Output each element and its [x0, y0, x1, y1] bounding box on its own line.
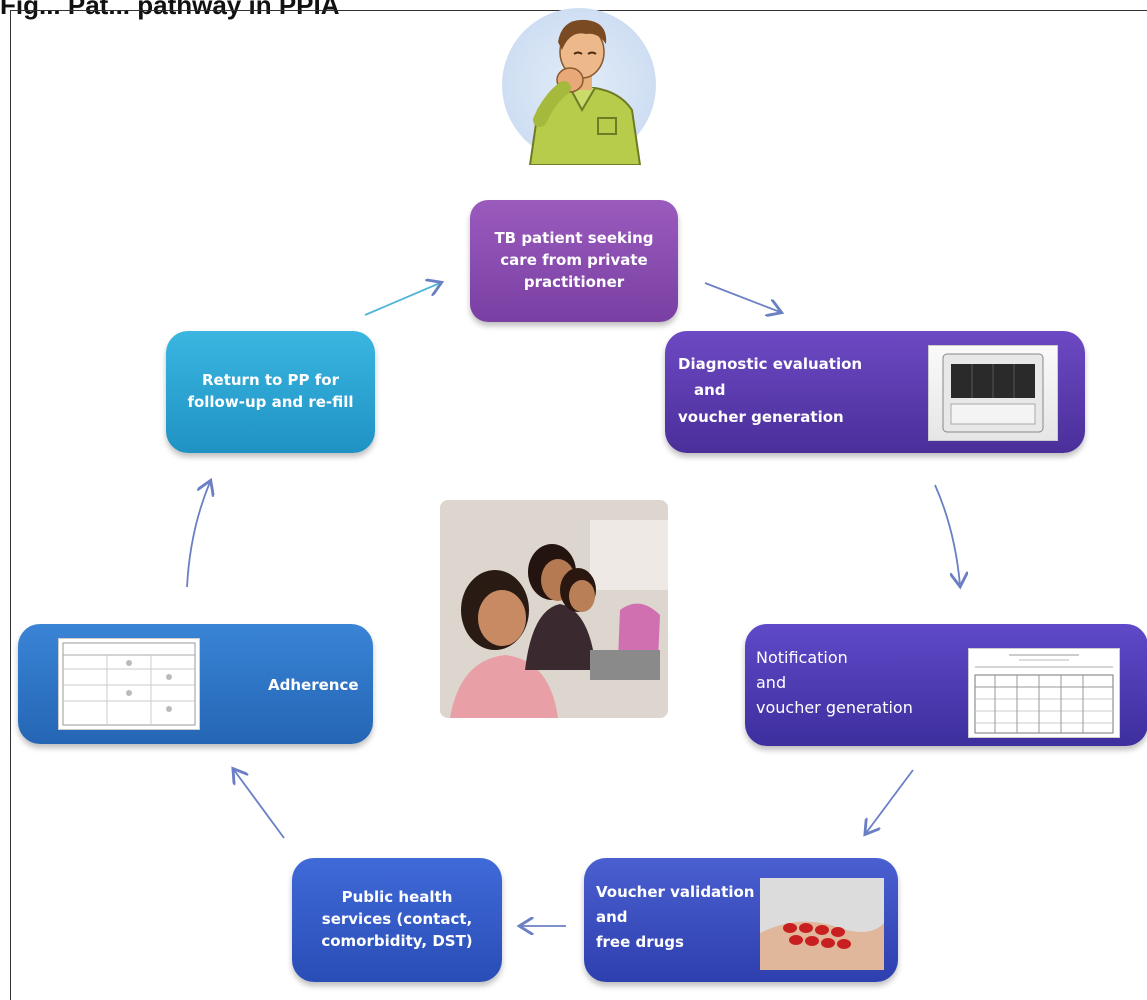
step-notification-line-1: Notification [756, 648, 848, 667]
step-voucher-validation: Voucher validation and free drugs [584, 858, 898, 982]
step-public-health-line-3: comorbidity, DST) [321, 931, 473, 950]
step-adherence: Adherence [18, 624, 373, 744]
step-tb-patient-line-2: care from private [500, 251, 648, 270]
step-notification-line-2: and [756, 672, 787, 692]
step-public-health-line-2: services (contact, [321, 910, 473, 929]
step-tb-patient-line-3: practitioner [523, 272, 625, 291]
step-diagnostic-line-3: voucher generation [678, 407, 844, 426]
step-return-pp: Return to PP for follow-up and re-fill [166, 331, 375, 453]
step-return-pp-line-1: Return to PP for [201, 371, 339, 390]
arrow-step6-to-step7 [186, 482, 210, 588]
step-voucher-validation-line-1: Voucher validation [596, 883, 755, 901]
coughing-patient-icon [528, 19, 642, 165]
arrow-step1-to-step2 [704, 282, 780, 312]
arrow-step3-to-step4 [866, 769, 914, 833]
call-center-photo [440, 500, 668, 718]
step-adherence-label: Adherence [268, 676, 359, 694]
step-tb-patient-line-1: TB patient seeking [494, 229, 654, 248]
step-notification-line-3: voucher generation [756, 697, 913, 717]
notification-form-icon [968, 648, 1120, 738]
step-public-health: Public health services (contact, comorbi… [292, 858, 502, 982]
arrow-step5-to-step6 [234, 770, 285, 839]
adherence-card-icon [58, 638, 200, 730]
step-tb-patient: TB patient seeking care from private pra… [470, 200, 678, 322]
step-return-pp-line-2: follow-up and re-fill [187, 393, 354, 411]
arrow-step2-to-step3 [934, 484, 960, 585]
step-diagnostic: Diagnostic evaluation and voucher genera… [665, 331, 1085, 453]
step-diagnostic-line-2: and [694, 381, 726, 400]
step-voucher-validation-line-2: and [596, 907, 628, 926]
step-diagnostic-line-1: Diagnostic evaluation [678, 355, 863, 373]
step-notification: Notification and voucher generation [745, 624, 1147, 746]
step-voucher-validation-line-3: free drugs [596, 932, 684, 951]
drug-blister-pack-icon [760, 878, 884, 970]
step-public-health-line-1: Public health [341, 888, 453, 907]
genexpert-machine-icon [928, 345, 1058, 441]
arrow-step7-to-step1 [364, 283, 440, 316]
